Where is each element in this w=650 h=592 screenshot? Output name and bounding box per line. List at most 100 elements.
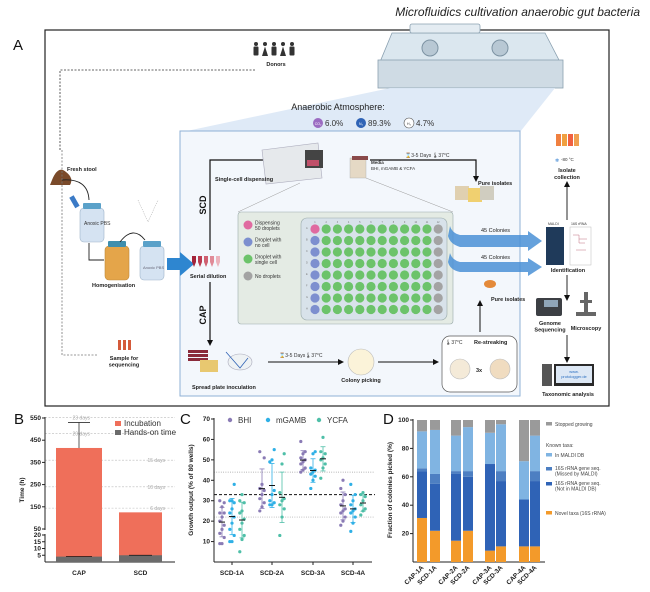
zoom-line [237, 182, 301, 213]
media-plates-icon [349, 156, 368, 179]
data-point-bhi [218, 531, 222, 536]
data-point-ycfa [278, 533, 282, 538]
plate-well [310, 247, 320, 257]
website-text: www.protologger.de [561, 369, 587, 379]
microscope-icon [576, 292, 596, 316]
data-point-mgamb [268, 460, 272, 464]
y-tick-label: 10 [34, 546, 42, 553]
donor-path-arrow [59, 69, 255, 150]
y-tick-label: 60 [402, 474, 410, 481]
plate-well [377, 247, 387, 257]
x-tick-label: CAP [72, 570, 86, 577]
data-point-ycfa [240, 492, 244, 497]
data-point-bhi [258, 509, 262, 513]
plate-well [388, 258, 398, 269]
zoom-line [365, 177, 454, 213]
bar-segment-0 [451, 540, 461, 562]
bar-segment-4 [519, 420, 529, 462]
legend-swatch [115, 430, 121, 435]
plate-column-label: 12 [437, 221, 440, 224]
data-point-mgamb [228, 511, 232, 515]
streak-plate-icon [489, 358, 511, 380]
scd-incubation-time: ⌛3-5 Days [405, 152, 432, 159]
plate-well [344, 270, 354, 280]
re-streaking-label: Re-streaking [474, 340, 507, 346]
data-point-ycfa [280, 462, 284, 466]
plate-well [422, 293, 432, 303]
bar-segment-2 [463, 471, 473, 477]
data-point-mgamb [313, 450, 317, 454]
arrowhead [477, 300, 483, 306]
legend-label: 16S rRNA gene seq. [555, 466, 601, 472]
plate-well [411, 258, 421, 269]
bar-segment-4 [451, 420, 461, 436]
data-point-mgamb [232, 501, 236, 505]
bar-segment-1 [496, 481, 506, 547]
legend-swatch [546, 511, 552, 515]
plate-column-label: 10 [414, 221, 417, 224]
monitor-screen [556, 366, 592, 383]
y-tick-label: 30 [203, 498, 211, 505]
spread-plates-icon [188, 350, 253, 372]
plate-well [377, 293, 387, 303]
data-point-ycfa [238, 527, 242, 531]
y-tick-label: 40 [203, 477, 211, 484]
fresh-stool-label: Fresh stool [67, 167, 97, 173]
plate-well [310, 224, 320, 234]
data-point-ycfa [238, 511, 242, 515]
bar-hands-on-cap [56, 556, 102, 562]
re-streak-times: 3x [476, 368, 483, 374]
plate-well [411, 247, 421, 257]
plate-well [332, 247, 342, 257]
plate-well [388, 235, 398, 246]
bar-segment-0 [417, 517, 427, 562]
re-streaking-temp: 🌡37°C [445, 339, 463, 346]
bar-segment-4 [463, 420, 473, 428]
data-point-bhi [220, 542, 224, 546]
y-tick-label: 250 [30, 482, 41, 489]
scd-incubation-temp: 🌡37°C [432, 152, 450, 159]
y-tick-label: 20 [203, 518, 211, 525]
data-point-bhi [299, 456, 303, 460]
data-point-bhi [339, 523, 343, 527]
isolate-tubes-icon [556, 134, 579, 146]
legend-label: Hands-on time [124, 428, 177, 437]
plate-well [366, 281, 376, 292]
bar-segment-4 [496, 420, 506, 425]
plate-row-label: B [306, 239, 308, 242]
data-point-bhi [262, 501, 266, 505]
plate-well [400, 281, 410, 292]
plate-well [422, 224, 432, 234]
anoxic-pbs-bottle-icon: Anoxic PBS [79, 203, 111, 243]
plate-well [433, 293, 443, 303]
plate-well [310, 293, 320, 303]
bar-incubation-scd [119, 512, 162, 562]
16s-rrna-label: 16S rRNA [571, 222, 587, 226]
x-tick-label: SCD-3A [301, 570, 326, 577]
reference-line-label: 10 days [147, 485, 165, 491]
data-point-mgamb [232, 515, 236, 519]
plate-well [377, 224, 387, 234]
plate-well [411, 270, 421, 280]
plate-well [332, 270, 342, 280]
plate-well [310, 235, 320, 246]
plate-well [355, 247, 365, 257]
data-point-mgamb [272, 488, 276, 493]
plate-well [388, 224, 398, 234]
data-point-mgamb [349, 503, 353, 507]
plate-well [344, 235, 354, 246]
serial-dilution-tubes-icon [192, 256, 220, 267]
data-point-bhi [341, 519, 345, 523]
bar-segment-1 [417, 471, 427, 518]
cap-incubation-temp: 🌡37°C [305, 352, 323, 359]
colonies-arrow-top [448, 226, 542, 251]
gas-composition: CO₂ 6.0% N₂ 89.3% H₂ 4.7% [313, 117, 434, 129]
media-list: BHI, mGAMB & YCFA [371, 166, 415, 171]
taxonomic-analysis-label: Taxonomic analysis [542, 392, 594, 398]
plate-well [400, 293, 410, 303]
plate-well [433, 281, 443, 292]
plate-well [332, 224, 342, 234]
